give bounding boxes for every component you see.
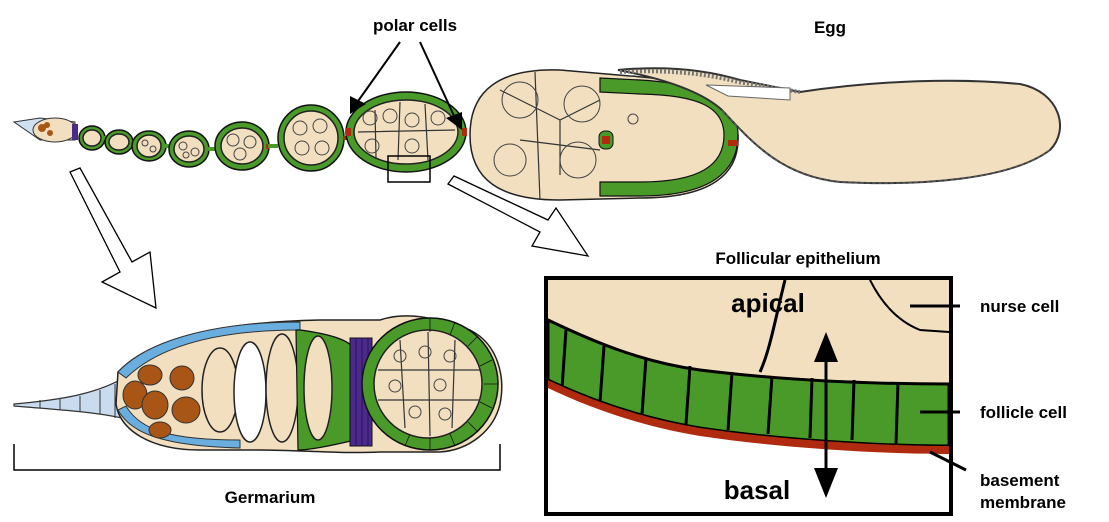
egg-label: Egg [814,18,846,37]
follicle-cell-label: follicle cell [980,403,1067,422]
apical-label: apical [731,288,805,318]
nurse-cell-label: nurse cell [980,297,1059,316]
germarium-label: Germarium [225,488,316,507]
terminal-filament [14,374,130,420]
egg-chamber-5 [215,122,269,170]
basal-label: basal [724,475,791,505]
egg-chamber-1 [79,126,105,150]
egg-chamber-6 [278,105,344,171]
egg-chamber-3 [132,131,166,161]
follicular-epithelium-label: Follicular epithelium [715,249,880,268]
germarium-detail [14,316,502,453]
polar-cells-label: polar cells [373,16,457,35]
epithelium-zoom-panel: apical basal [546,278,951,514]
egg-chamber-2 [105,130,133,154]
arrow-to-germarium [70,168,156,308]
ovariole [14,68,1060,200]
egg-chamber-4 [169,131,209,167]
ovariole-germarium-tip [14,118,78,142]
basement-label: basement [980,471,1060,490]
membrane-label: membrane [980,493,1066,512]
